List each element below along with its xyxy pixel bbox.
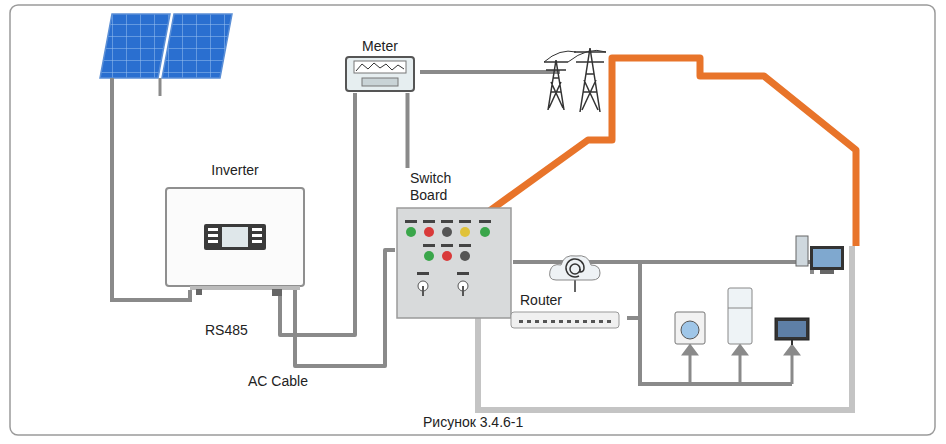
- television: [775, 318, 809, 345]
- node-label: Router: [520, 292, 627, 309]
- solar-panel: [100, 14, 232, 96]
- house-roof: [463, 58, 856, 246]
- cable-connector: [406, 93, 410, 168]
- feed-arrow: [684, 346, 798, 384]
- washing-machine: [675, 312, 705, 344]
- energy-meter: Meter: [340, 38, 420, 93]
- node-label: Inverter: [160, 162, 310, 179]
- node-label: Meter: [340, 38, 420, 55]
- inverter-unit-icon: [160, 162, 310, 290]
- router-device: Router: [505, 290, 627, 335]
- grid-wire: [420, 70, 560, 74]
- house-wire: [640, 262, 792, 384]
- switch-board: Switch Board: [395, 168, 513, 318]
- house-wire: [640, 262, 812, 274]
- cable-label: RS485: [205, 322, 248, 339]
- node-label: Switch Board: [410, 170, 466, 204]
- house-wall: [478, 246, 852, 410]
- internet-cloud: [550, 256, 600, 292]
- inverter-unit: Inverter: [160, 162, 310, 290]
- power-pylon: [544, 48, 606, 112]
- refrigerator: [728, 288, 752, 344]
- frame: [10, 5, 935, 435]
- figure-caption: Рисунок 3.4.6-1: [423, 414, 523, 431]
- cable-connector: [295, 250, 395, 366]
- computer: [796, 236, 844, 274]
- cable-label: AC Cable: [248, 373, 308, 390]
